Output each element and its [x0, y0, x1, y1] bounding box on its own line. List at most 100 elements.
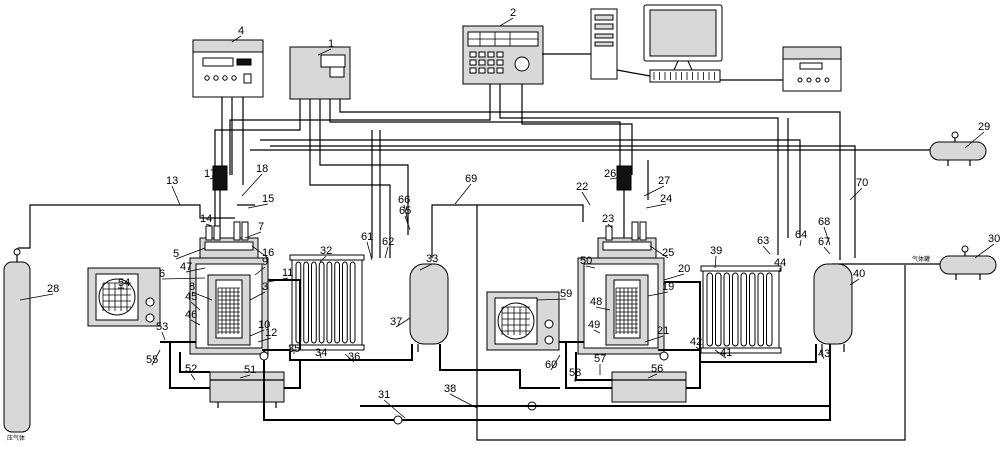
label-35: 35 — [288, 343, 300, 355]
leader-70 — [849, 187, 863, 201]
label-3: 3 — [262, 281, 268, 293]
tank-tag: 气体罐 — [912, 255, 930, 263]
leader-45 — [190, 301, 201, 311]
leader-41 — [714, 349, 727, 359]
leader-18 — [241, 173, 263, 197]
label-67: 67 — [818, 236, 830, 248]
leader-50 — [585, 265, 596, 269]
label-12: 12 — [265, 327, 277, 339]
label-59: 59 — [560, 288, 572, 300]
tank-30: 气体罐 — [912, 245, 997, 280]
gas-cylinder-28: 压气体 — [3, 248, 31, 442]
leader-8 — [191, 291, 213, 301]
cylinder-tag: 压气体 — [7, 434, 25, 442]
leader-26 — [609, 177, 618, 180]
leader-9 — [254, 266, 266, 276]
leader-55 — [151, 349, 161, 366]
label-43: 43 — [818, 348, 830, 360]
leader-61 — [366, 241, 373, 261]
label-7: 7 — [258, 221, 264, 233]
leader-60 — [550, 354, 561, 371]
label-10: 10 — [258, 319, 270, 331]
leader-64 — [799, 239, 802, 247]
label-33: 33 — [426, 253, 438, 265]
computer — [590, 4, 723, 83]
label-14: 14 — [200, 213, 212, 225]
leader-12 — [257, 337, 272, 343]
label-39: 39 — [710, 245, 722, 257]
label-46: 46 — [185, 309, 197, 321]
tank-40 — [813, 263, 853, 352]
leader-30 — [974, 243, 995, 259]
label-51: 51 — [244, 364, 256, 376]
leader-69 — [454, 183, 472, 205]
chiller-59 — [486, 291, 560, 351]
controller-1 — [289, 46, 351, 100]
label-34: 34 — [315, 347, 327, 359]
label-55: 55 — [146, 354, 158, 366]
label-45: 45 — [185, 291, 197, 303]
label-63: 63 — [757, 235, 769, 247]
leader-23 — [607, 223, 613, 229]
label-19: 19 — [662, 281, 674, 293]
right-piping — [559, 281, 817, 389]
label-5: 5 — [173, 248, 179, 260]
label-20: 20 — [678, 263, 690, 275]
right-reactor — [577, 165, 665, 355]
leader-22 — [581, 191, 591, 206]
leader-5 — [175, 247, 206, 260]
label-2: 2 — [510, 7, 516, 19]
label-31: 31 — [378, 389, 390, 401]
label-22: 22 — [576, 181, 588, 193]
leader-65 — [404, 215, 411, 231]
leader-42 — [695, 346, 701, 351]
leader-37 — [395, 317, 411, 328]
label-11: 11 — [282, 267, 293, 279]
label-24: 24 — [660, 193, 672, 205]
label-56: 56 — [651, 363, 663, 375]
leader-43 — [819, 349, 825, 360]
label-9: 9 — [262, 256, 268, 268]
label-60: 60 — [545, 359, 557, 371]
label-64: 64 — [795, 229, 807, 241]
leader-27 — [643, 185, 665, 197]
leader-28 — [19, 293, 54, 301]
label-42: 42 — [690, 336, 702, 348]
label-17: 17 — [204, 168, 216, 180]
leader-56 — [647, 373, 658, 379]
leader-17 — [209, 177, 214, 180]
label-36: 36 — [348, 351, 360, 363]
label-52: 52 — [185, 363, 197, 375]
label-69: 69 — [465, 173, 477, 185]
leader-36 — [344, 353, 355, 363]
label-68: 68 — [818, 216, 830, 228]
label-16: 16 — [262, 247, 274, 259]
leader-63 — [762, 245, 771, 255]
label-25: 25 — [662, 247, 674, 259]
label-70: 70 — [856, 177, 868, 189]
label-41: 41 — [720, 347, 732, 359]
heat-exchanger-39 — [700, 265, 782, 354]
label-1: 1 — [328, 38, 334, 50]
tank-29 — [929, 131, 987, 166]
leader-20 — [663, 273, 685, 281]
leader-40 — [849, 278, 860, 286]
label-49: 49 — [588, 319, 600, 331]
leader-53 — [161, 331, 166, 341]
label-57: 57 — [594, 353, 606, 365]
label-66: 66 — [398, 194, 410, 206]
label-27: 27 — [658, 175, 670, 187]
leader-15 — [247, 203, 269, 209]
leader-33 — [419, 263, 433, 271]
leader-21 — [644, 335, 664, 343]
label-38: 38 — [444, 383, 456, 395]
label-18: 18 — [256, 163, 268, 175]
left-reactor — [189, 165, 269, 355]
leader-59 — [536, 298, 567, 301]
leader-4 — [231, 35, 242, 43]
label-37: 37 — [390, 316, 402, 328]
label-44: 44 — [774, 257, 786, 269]
label-53: 53 — [156, 321, 168, 333]
leader-68 — [823, 226, 831, 246]
